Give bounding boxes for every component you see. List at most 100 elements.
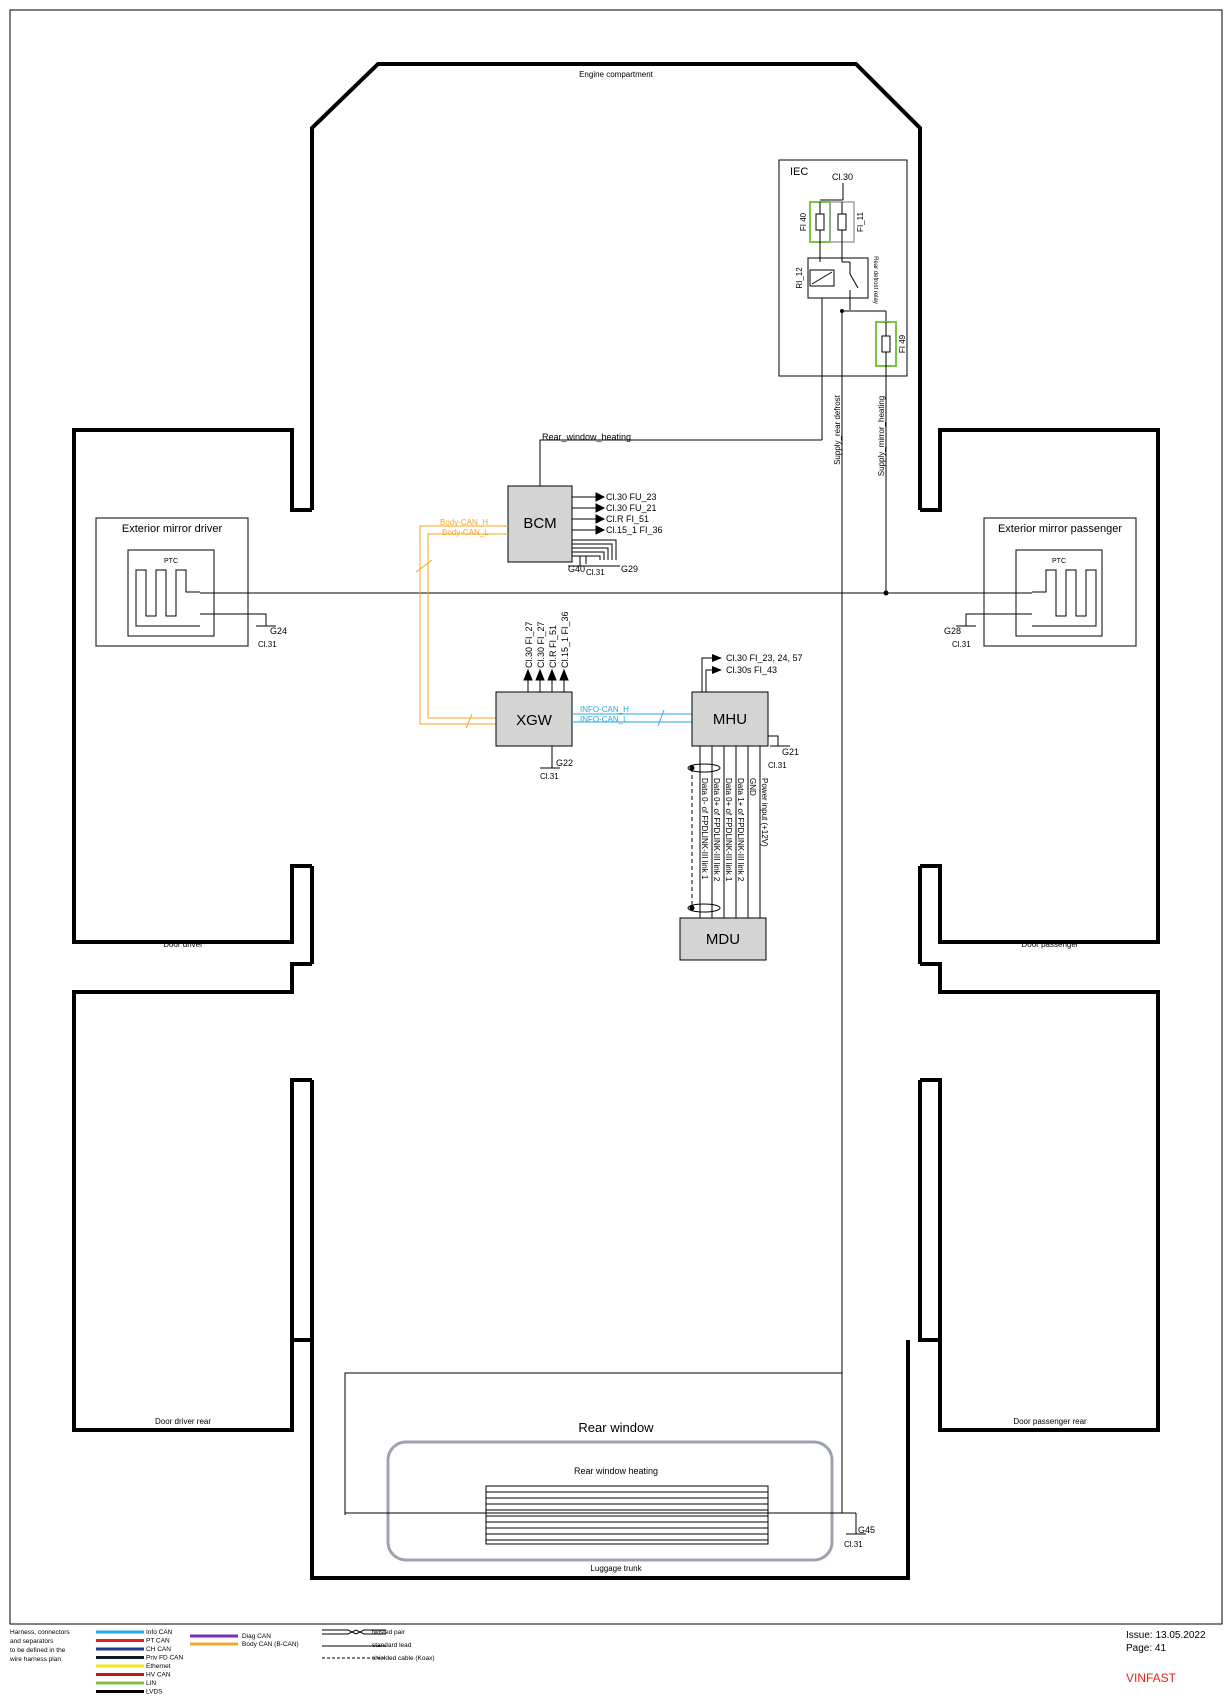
legend-standard-lead: standard lead [372,1642,412,1649]
signal-label-4: Data 1+ of FPDLINK-III link 2 [736,778,745,882]
legend-col1-label: Info CAN [146,1629,173,1636]
mirror-passenger-title: Exterior mirror passenger [998,523,1122,535]
rear-defrost-route [344,440,843,1514]
rear-window-heating-wire-label: Rear_window_heating [542,432,631,442]
door-passenger-rear-label: Door passenger rear [1013,1417,1087,1426]
iec-box: IEC Cl.30 FI 40 FI_11 RI_12 Rear defrost… [778,159,908,440]
fuse-fi49-label: FI 49 [898,334,907,353]
door-driver-rear-label: Door driver rear [155,1417,211,1426]
relay-name-label: Rear defrost relay [872,256,878,304]
rear-window-ground: G45 [858,1525,875,1535]
bcm-module: BCM Cl.30 FU_23 Cl.30 FU_21 Cl.R FI_51 C… [507,485,663,577]
xgw-supply-4: Cl.15_1 FI_36 [560,611,570,668]
legend-twisted-pair: twisted pair [372,1629,406,1636]
bcm-g40: G40 [568,564,585,574]
mirror-driver-cl31: Cl.31 [258,640,277,649]
xgw-module: XGW Cl.30 FI_27 Cl.30 FI_27 Cl.R FI_51 C… [495,611,573,781]
xgw-cl31: Cl.31 [540,772,559,781]
info-can-h-label: INFO-CAN_H [580,705,629,714]
heating-grid [485,1485,769,1545]
xgw-supply-2: Cl.30 FI_27 [536,621,546,668]
rear-window-title: Rear window [578,1420,654,1435]
mirror-passenger-ground: G28 [944,626,961,636]
rear-window-cl31: Cl.31 [844,1540,863,1549]
mirror-passenger: Exterior mirror passenger PTC G28 Cl.31 [944,517,1137,649]
fuse-fi40-label: FI 40 [799,212,808,231]
page-frame [9,9,1223,1625]
bcm-cl31: Cl.31 [586,568,605,577]
body-can-l-label: Body-CAN_L [442,528,489,537]
xgw-supply-3: Cl.R FI_51 [548,625,558,668]
signal-label-1: Data 0- of FPDLINK-III link 1 [700,778,709,880]
bcm-name: BCM [523,515,556,532]
bcm-output-4: Cl.15_1 FI_36 [606,525,663,535]
fuse-fi11-label: FI_11 [856,212,865,232]
mirror-driver-ptc: PTC [164,558,178,565]
supply-mirror-heating-label: Supply_mirror_heating [877,396,886,477]
xgw-supply-1: Cl.30 FI_27 [524,621,534,668]
mirror-junction [883,590,889,596]
mhu-supply-2: Cl.30s FI_43 [726,665,777,675]
legend-note-2: and separators [10,1638,54,1645]
info-can-lines [572,709,692,727]
bcm-output-3: Cl.R FI_51 [606,514,649,524]
mhu-cl31: Cl.31 [768,761,787,770]
rear-window-heating-label: Rear window heating [574,1466,658,1476]
signal-label-3: Data 0+ of FPDLINK-III link 1 [724,778,733,882]
info-can-l-label: INFO-CAN_L [580,715,628,724]
mdu-name: MDU [706,931,740,948]
mirror-passenger-ptc: PTC [1052,558,1066,565]
xgw-name: XGW [516,712,553,729]
mhu-ground: G21 [782,747,799,757]
footer: Issue: 13.05.2022 Page: 41 VINFAST [1126,1630,1206,1685]
door-driver-label: Door driver [163,940,203,949]
xgw-ground: G22 [556,758,573,768]
footer-issue: Issue: 13.05.2022 [1126,1630,1206,1641]
legend-col2-label: Body CAN (B-CAN) [242,1641,299,1648]
relay-label: RI_12 [795,267,804,289]
rear-window: Rear window Rear window heating G45 Cl.3… [344,1420,875,1562]
mirror-driver: Exterior mirror driver PTC G24 Cl.31 [95,517,287,649]
luggage-trunk-label: Luggage trunk [590,1564,642,1573]
legend: Harness, connectors and separators to be… [9,1629,435,1696]
bcm-g29: G29 [621,564,638,574]
signal-label-2: Data 0+ of FPDLINK-III link 2 [712,778,721,882]
bcm-output-2: Cl.30 FU_21 [606,503,657,513]
legend-note-1: Harness, connectors [10,1629,70,1636]
mirror-driver-ground: G24 [270,626,287,636]
legend-col1-label: PT CAN [146,1638,170,1645]
body-can-h-label: Body-CAN_H [440,518,488,527]
supply-rear-defrost-label: Supply_rear defrost [833,394,842,465]
legend-col1-label: Ethernet [146,1663,171,1670]
mdu-module: MDU [679,917,767,961]
footer-page: Page: 41 [1126,1643,1166,1654]
legend-note-3: to be defined in the [10,1647,66,1654]
door-passenger-label: Door passenger [1022,940,1079,949]
signal-label-5: GND [748,778,757,796]
legend-col1-label: HV CAN [146,1672,171,1679]
mhu-module: MHU Cl.30 FI_23, 24, 57 Cl.30s FI_43 G21… [691,653,803,770]
legend-note-4: wire harness plan [9,1656,61,1663]
bcm-output-1: Cl.30 FU_23 [606,492,657,502]
legend-shielded-cable: shielded cable (Koax) [372,1655,435,1662]
mhu-signal-labels: Data 0- of FPDLINK-III link 1 Data 0+ of… [700,778,769,882]
mirror-driver-title: Exterior mirror driver [122,523,223,535]
legend-col1-label: LVDS [146,1689,163,1696]
legend-col1-label: Priv FD CAN [146,1655,184,1662]
body-can-lines [415,525,508,729]
vehicle-outline [72,62,1160,1580]
mhu-supply-1: Cl.30 FI_23, 24, 57 [726,653,803,663]
legend-col2-label: Diag CAN [242,1633,271,1640]
legend-col1-label: LIN [146,1680,156,1687]
iec-cl30: Cl.30 [832,172,853,182]
engine-compartment-label: Engine compartment [579,70,654,79]
signal-label-6: Power input (+12V) [760,778,769,847]
footer-brand: VINFAST [1126,1671,1177,1685]
iec-title: IEC [790,166,808,178]
mhu-mdu-signals [687,746,761,918]
area-labels: Engine compartment Door driver Door pass… [155,70,1087,1573]
mhu-name: MHU [713,711,747,728]
legend-col1-label: CH CAN [146,1646,171,1653]
mirror-passenger-cl31: Cl.31 [952,640,971,649]
